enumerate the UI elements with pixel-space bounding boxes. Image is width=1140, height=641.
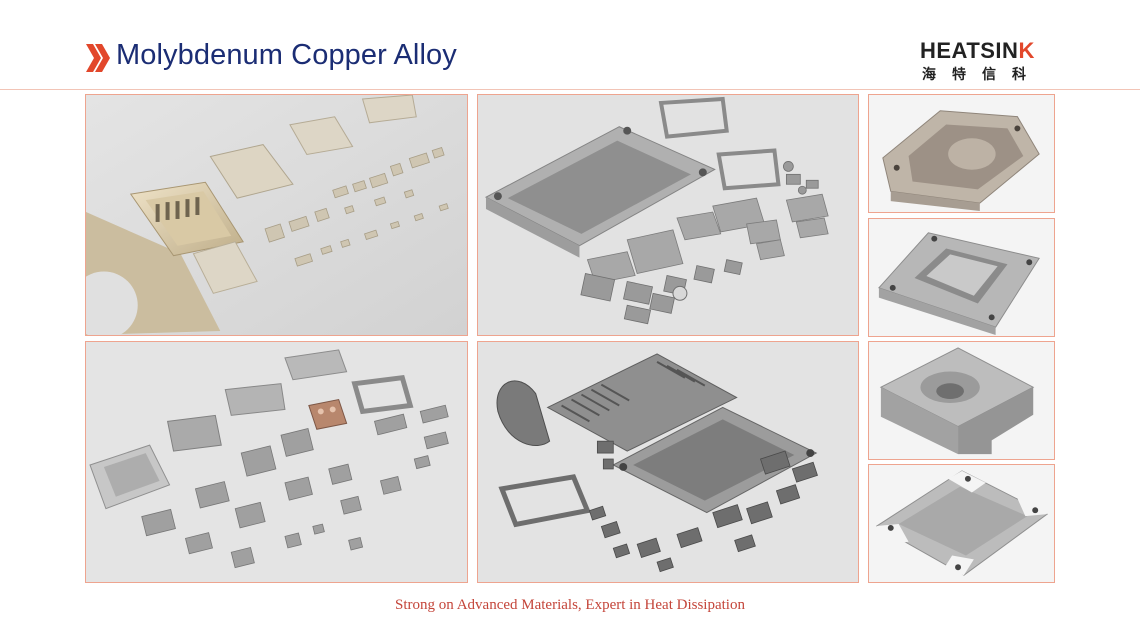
- logo-wordmark-main: HEATSIN: [920, 38, 1019, 63]
- company-logo: HEATSINK 海特信科: [920, 38, 1060, 86]
- logo-chinese-name: 海特信科: [922, 67, 1042, 83]
- logo-wordmark-accent: K: [1018, 38, 1035, 63]
- header-divider: [0, 89, 1140, 90]
- product-photo-6: [477, 341, 859, 583]
- page-title: Molybdenum Copper Alloy: [116, 39, 457, 71]
- product-photo-7: [868, 341, 1055, 460]
- product-photo-8: [868, 464, 1055, 583]
- product-photo-1: [85, 94, 468, 336]
- footer-tagline: Strong on Advanced Materials, Expert in …: [395, 597, 745, 613]
- product-photo-2: [477, 94, 859, 336]
- chevron-double-right-icon: [86, 44, 110, 72]
- product-photo-5: [85, 341, 468, 583]
- product-photo-4: [868, 218, 1055, 337]
- product-photo-3: [868, 94, 1055, 213]
- logo-wordmark: HEATSINK: [920, 38, 1035, 64]
